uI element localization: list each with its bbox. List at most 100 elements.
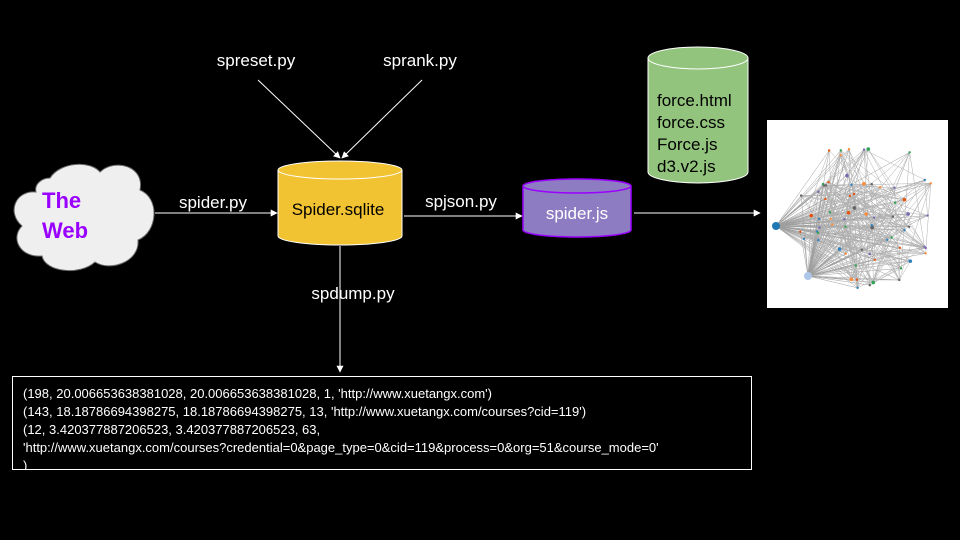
graph-edge	[873, 268, 902, 283]
graph-edge	[899, 183, 932, 281]
graph-node	[870, 225, 875, 230]
graph-edge	[871, 216, 894, 226]
graph-edge	[851, 183, 931, 280]
graph-edge	[844, 218, 926, 249]
graph-node	[845, 173, 849, 178]
graph-node	[809, 213, 813, 218]
graph-node	[860, 248, 864, 252]
graph-edge	[775, 150, 841, 227]
graph-edge	[807, 275, 870, 286]
graph-edge	[845, 226, 874, 283]
arrow-spreset	[257, 79, 341, 159]
graph-edge	[818, 191, 874, 283]
graph-node	[862, 181, 866, 186]
spider-sqlite-database: Spider.sqlite	[277, 160, 403, 246]
graph-edge	[775, 218, 820, 227]
graph-edge	[807, 150, 830, 277]
graph-edge	[873, 217, 926, 249]
graph-node	[852, 192, 856, 196]
graph-node	[856, 286, 859, 290]
graph-edge	[869, 152, 910, 255]
graph-edge	[818, 193, 855, 241]
graph-node	[926, 214, 929, 217]
graph-node	[878, 185, 882, 189]
graph-node	[829, 217, 832, 221]
graph-edge	[840, 150, 905, 200]
graph-edge	[807, 212, 849, 277]
graph-edge	[800, 195, 820, 220]
graph-edge	[800, 231, 900, 249]
graph-node	[866, 147, 871, 151]
the-web-cloud: The Web	[13, 163, 155, 272]
graph-node	[870, 223, 874, 227]
graph-edge	[807, 193, 855, 277]
graph-node	[849, 277, 854, 282]
graph-edge	[869, 237, 892, 286]
graph-edge	[857, 213, 909, 289]
graph-edge	[818, 218, 852, 280]
output-line-2: (143, 18.18786694398275, 18.187866943982…	[23, 404, 587, 419]
output-line-3: (12, 3.420377887206523, 3.42037788720652…	[23, 422, 321, 437]
graph-edge	[807, 149, 850, 277]
graph-node	[824, 184, 828, 187]
graph-node	[923, 178, 927, 182]
graph-edge	[851, 227, 873, 280]
graph-edge	[818, 150, 842, 241]
graph-node	[844, 225, 847, 228]
graph-node	[871, 280, 876, 285]
graph-edge	[816, 149, 865, 232]
graph-edge	[865, 213, 902, 269]
graph-node	[907, 225, 911, 228]
graph-node	[852, 206, 857, 210]
arrow-sprank	[341, 79, 423, 159]
graph-edge	[818, 239, 911, 262]
graph-edge	[848, 149, 873, 226]
graph-edge	[800, 150, 830, 232]
graph-edge	[775, 225, 900, 281]
graph-edge	[825, 198, 845, 220]
web-files-cylinder: force.html force.css Force.js d3.v2.js	[647, 46, 749, 184]
graph-edge	[873, 239, 888, 283]
graph-edge	[828, 149, 850, 183]
graph-node	[908, 151, 911, 154]
graph-edge	[807, 253, 870, 277]
graph-edge	[894, 183, 931, 203]
graph-node	[906, 212, 910, 216]
graph-hub-node	[804, 272, 812, 280]
graph-node	[873, 258, 877, 261]
spider-js-label: spider.js	[546, 204, 608, 223]
output-line-4: 'http://www.xuetangx.com/courses?credent…	[23, 440, 659, 455]
graph-edge	[803, 215, 928, 240]
file-label-force-js: Force.js	[657, 135, 717, 154]
graph-edge	[853, 193, 863, 250]
graph-edge	[863, 183, 871, 286]
graph-edge	[840, 154, 852, 185]
graph-edge	[830, 218, 892, 238]
graph-node	[868, 283, 872, 287]
the-web-label-line2: Web	[42, 218, 88, 243]
graph-edge	[869, 183, 931, 286]
edge-label-spider: spider.py	[179, 193, 248, 212]
graph-edge	[800, 231, 809, 277]
edge-label-spreset: spreset.py	[217, 51, 296, 70]
graph-node	[847, 148, 851, 151]
graph-edge	[807, 275, 858, 289]
graph-edge	[848, 149, 865, 184]
graph-node	[844, 252, 847, 255]
graph-node	[799, 194, 803, 197]
graph-node	[843, 217, 846, 221]
graph-node	[831, 223, 834, 226]
graph-node	[799, 230, 802, 233]
output-line-5: )	[23, 458, 28, 470]
graph-edge	[819, 227, 926, 249]
graph-edge	[854, 187, 895, 195]
graph-edge	[869, 253, 911, 262]
graph-edge	[825, 185, 875, 218]
graph-node	[817, 238, 820, 242]
graph-edge	[840, 150, 872, 185]
graph-edge	[871, 224, 910, 228]
graph-edge	[874, 239, 888, 260]
graph-edge	[775, 185, 825, 227]
graph-edge	[825, 150, 841, 186]
